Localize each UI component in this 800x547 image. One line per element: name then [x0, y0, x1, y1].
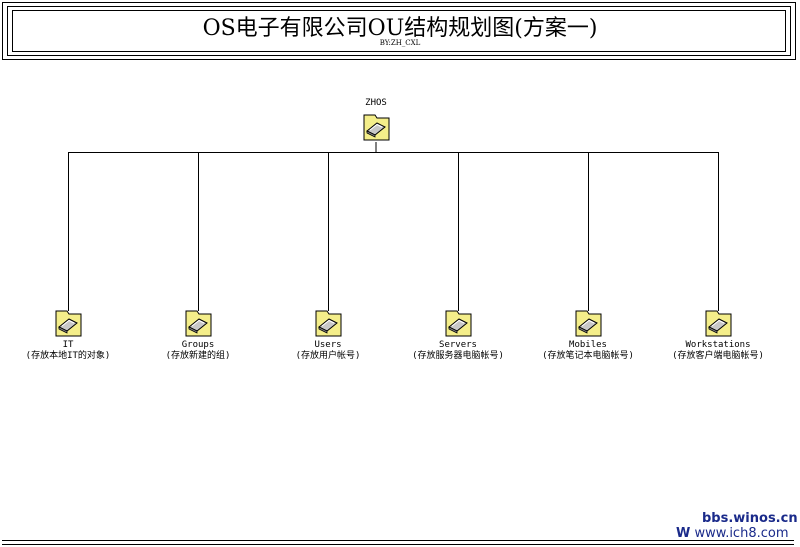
- ou-node-description: (存放新建的组): [165, 351, 231, 361]
- ou-node-description: (存放本地IT的对象): [25, 351, 111, 361]
- ou-node-label: Mobiles: [569, 340, 607, 350]
- watermark-w-glyph: W: [676, 526, 691, 541]
- author-byline: BY:ZH_CXL: [379, 39, 421, 47]
- ou-folder-icon: [703, 308, 733, 338]
- header-frame-inner2: [12, 10, 786, 52]
- ou-node-servers[interactable]: Servers (存放服务器电脑帐号): [393, 308, 523, 362]
- ou-node-label: IT: [62, 340, 74, 350]
- ou-node-it[interactable]: IT (存放本地IT的对象): [3, 308, 133, 362]
- ou-node-label: Workstations: [685, 340, 751, 350]
- ou-folder-icon: [53, 308, 83, 338]
- ou-folder-icon: [361, 112, 391, 142]
- ou-folder-icon: [313, 308, 343, 338]
- bottom-border: [2, 540, 794, 545]
- ou-node-label: Users: [314, 340, 342, 350]
- watermark-line1: bbs.winos.cn: [702, 511, 798, 526]
- ou-folder-icon: [443, 308, 473, 338]
- ou-folder-icon: [183, 308, 213, 338]
- ou-node-label: Groups: [181, 340, 215, 350]
- ou-node-workstations[interactable]: Workstations (存放客户端电脑帐号): [653, 308, 783, 362]
- header-frame-outer: [2, 2, 796, 60]
- ou-node-description: (存放客户端电脑帐号): [672, 351, 764, 361]
- root-node[interactable]: ZHOS: [311, 98, 441, 142]
- watermark-url: www.ich8.com: [694, 526, 789, 541]
- ou-node-label: Servers: [439, 340, 477, 350]
- watermark-line2: W www.ich8.com: [676, 526, 789, 541]
- ou-folder-icon: [573, 308, 603, 338]
- ou-node-description: (存放笔记本电脑帐号): [542, 351, 634, 361]
- ou-node-description: (存放用户帐号): [295, 351, 361, 361]
- header-frame-inner: [7, 6, 791, 56]
- ou-node-users[interactable]: Users (存放用户帐号): [263, 308, 393, 362]
- ou-node-description: (存放服务器电脑帐号): [412, 351, 504, 361]
- root-node-label: ZHOS: [365, 98, 387, 108]
- ou-node-mobiles[interactable]: Mobiles (存放笔记本电脑帐号): [523, 308, 653, 362]
- ou-node-groups[interactable]: Groups (存放新建的组): [133, 308, 263, 362]
- page-title: OS电子有限公司OU结构规划图(方案一): [202, 16, 598, 41]
